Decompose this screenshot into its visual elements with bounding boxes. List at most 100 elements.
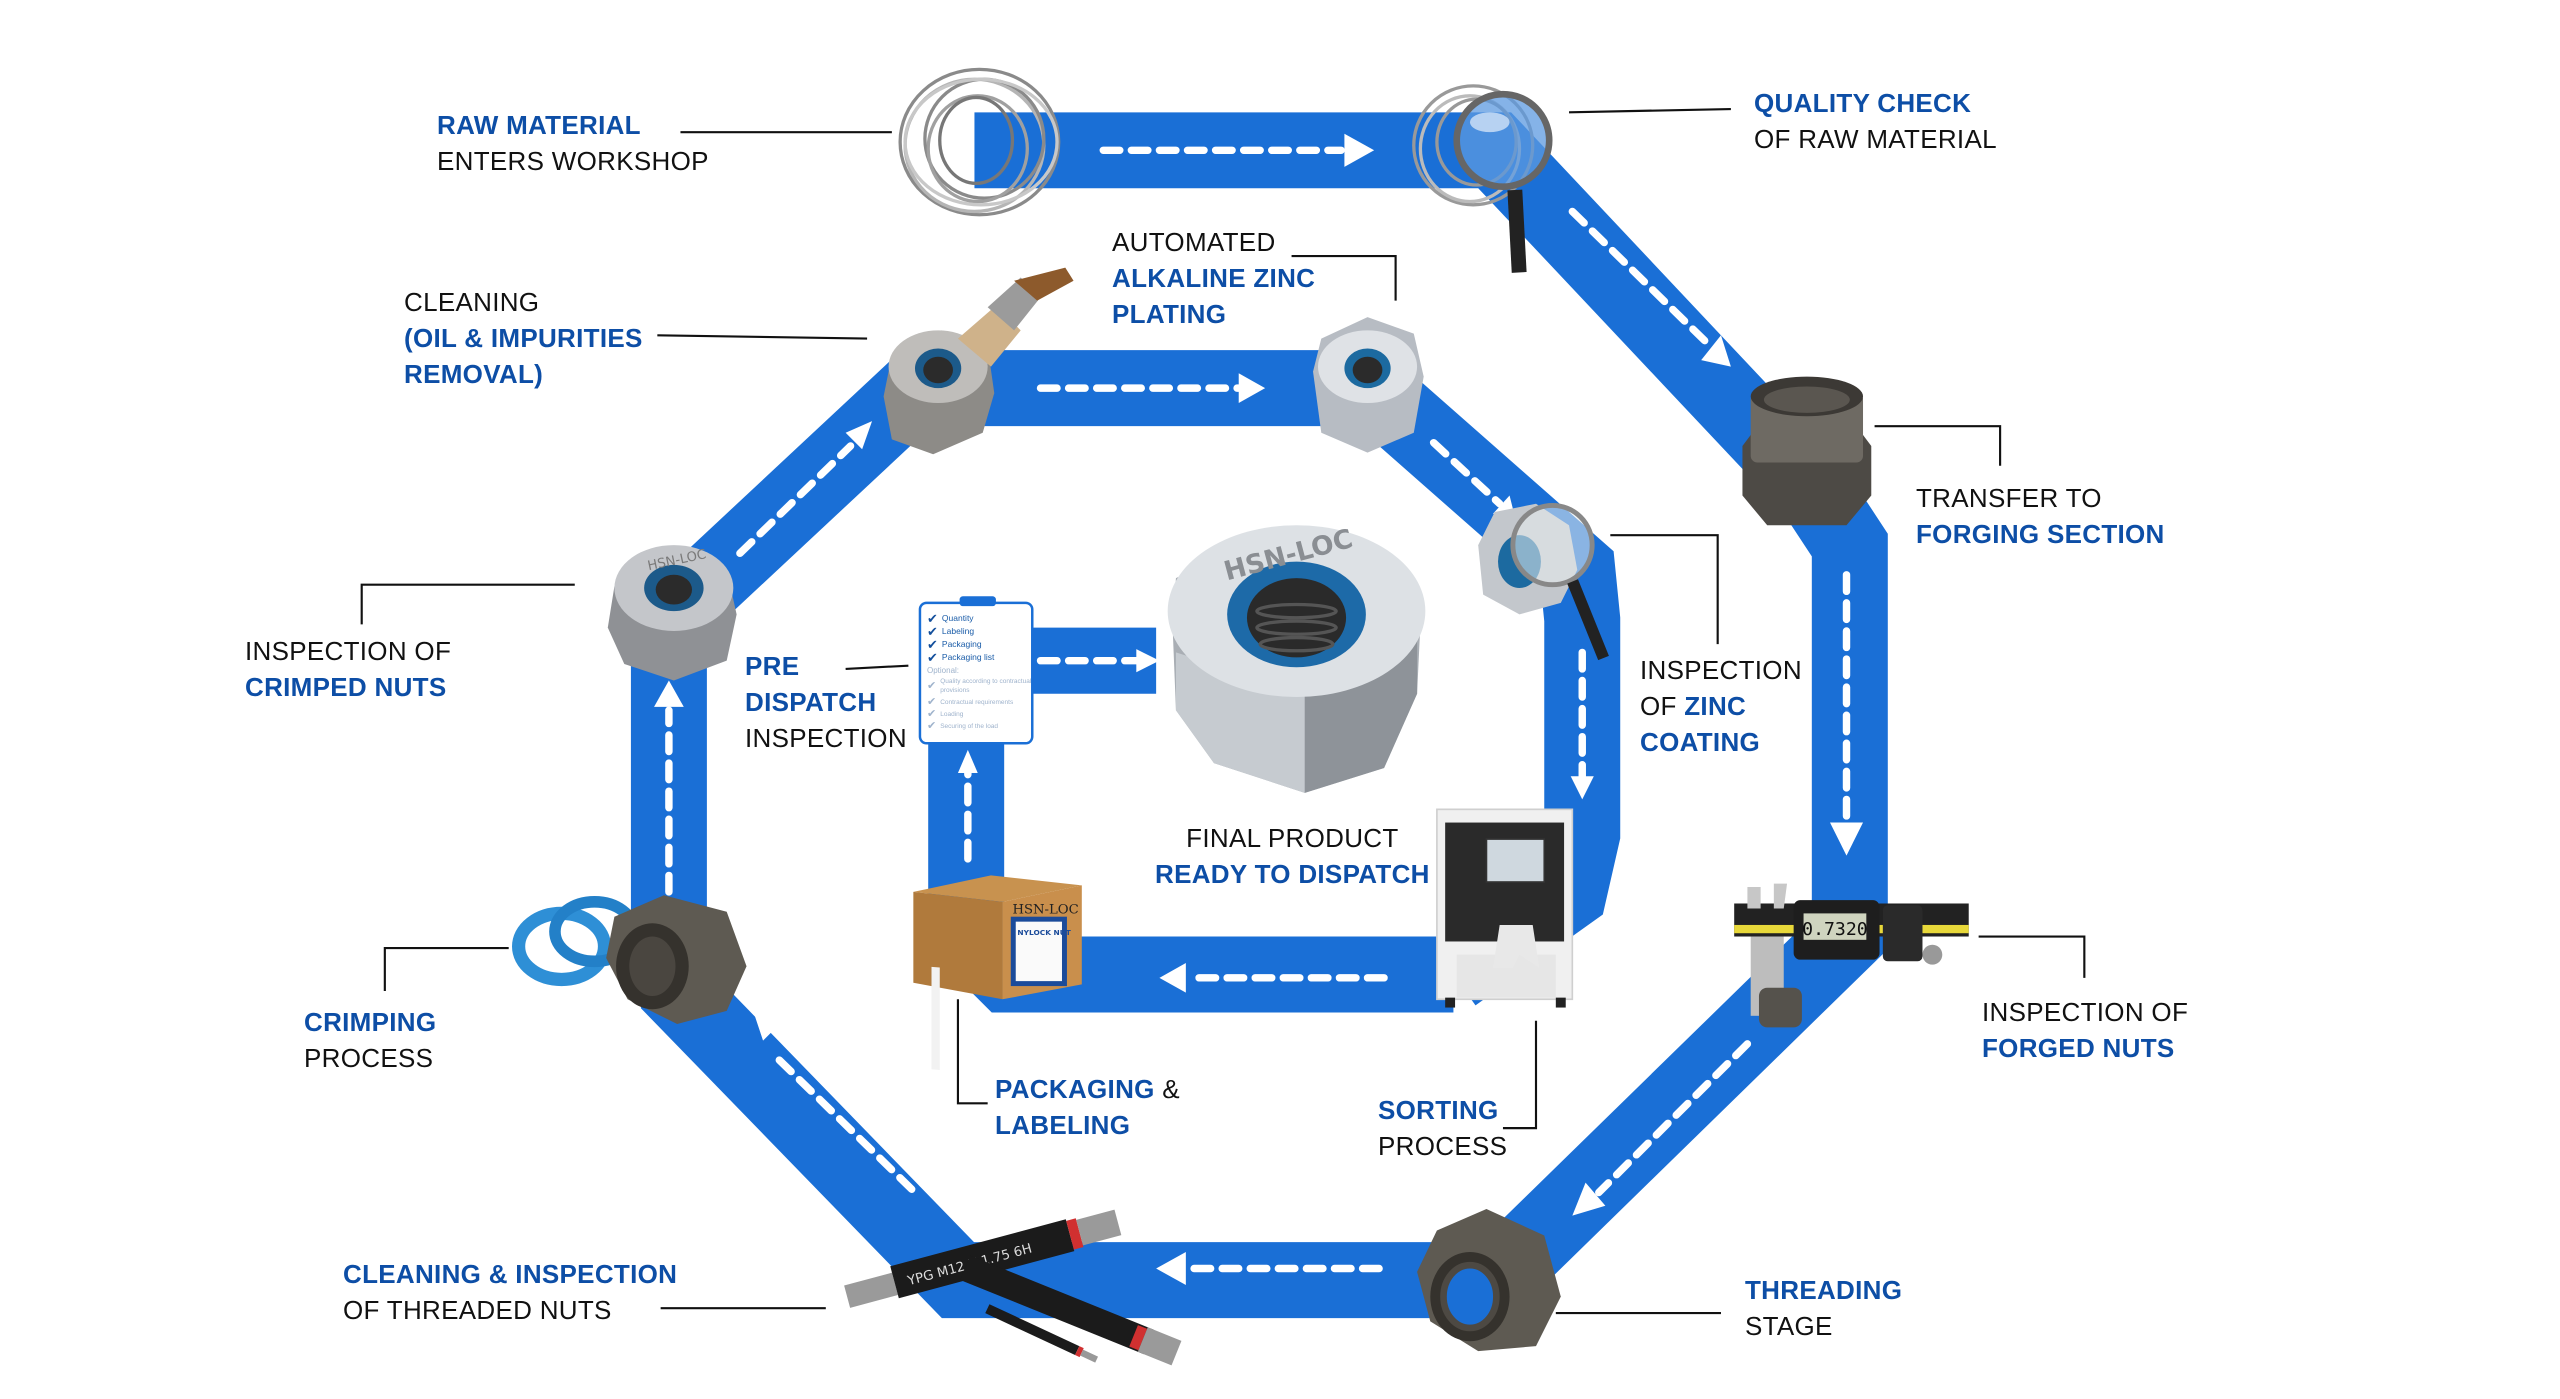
threaded-nut-icon <box>1417 1209 1561 1352</box>
leader-lines <box>360 107 2086 1315</box>
label-prefix: OF <box>1640 691 1685 721</box>
leader-sorting <box>1502 1020 1538 1130</box>
label-crimped-inspection: INSPECTION OF CRIMPED NUTS <box>245 633 451 705</box>
label-line: (OIL & IMPURITIES <box>404 323 643 353</box>
leader-cleaning <box>657 334 868 340</box>
leader-pre-dispatch <box>845 664 909 671</box>
checklist-item-text: Quantity <box>941 613 974 623</box>
arrow-head-up <box>654 680 684 707</box>
forged-blank-icon <box>1742 376 1872 526</box>
label-final-product: FINAL PRODUCT READY TO DISPATCH <box>1155 820 1430 892</box>
checklist-item-text: Packaging list <box>941 652 995 662</box>
checklist-optional-item: ✔Securing of the load <box>927 720 1032 732</box>
label-line: AUTOMATED <box>1112 227 1276 257</box>
label-line: PROCESS <box>1378 1131 1508 1161</box>
label-line: CLEANING & INSPECTION <box>343 1259 678 1289</box>
label-line: ALKALINE ZINC <box>1112 263 1316 293</box>
leader-crimping <box>383 947 509 992</box>
label-bold: ZINC <box>1684 691 1747 721</box>
label-line: DISPATCH <box>745 687 877 717</box>
checklist-item: ✔Packaging <box>927 638 1032 651</box>
label-line: FINAL PRODUCT <box>1186 823 1399 853</box>
label-line: REMOVAL) <box>404 359 544 389</box>
label-bold: PACKAGING <box>995 1074 1155 1104</box>
label-line: CRIMPED NUTS <box>245 672 447 702</box>
carton-box-icon: HSN-LOC NYLOCK NUT <box>913 875 1082 1070</box>
arrow-line <box>772 1053 916 1193</box>
checklist-item-text: Labeling <box>941 626 975 636</box>
label-quality-check: QUALITY CHECK OF RAW MATERIAL <box>1754 85 1997 157</box>
checklist-optional-label: Optional: <box>927 666 960 675</box>
arrow-head-up-right <box>845 421 873 450</box>
label-line: ENTERS WORKSHOP <box>437 146 709 176</box>
arrow-head-right <box>1136 649 1160 673</box>
checklist-items: ✔Quantity✔Labeling✔Packaging✔Packaging l… <box>927 612 1032 732</box>
caliper-icon: 0.7320 <box>1734 883 1969 1028</box>
leader-quality-check <box>1569 107 1731 114</box>
plated-nut-icon <box>1313 317 1424 453</box>
label-sorting: SORTING PROCESS <box>1378 1092 1507 1164</box>
checklist-item: ✔Packaging list <box>927 651 1032 664</box>
label-thread-inspection: CLEANING & INSPECTION OF THREADED NUTS <box>343 1256 677 1328</box>
wire-coil-icon <box>898 67 1061 217</box>
arrow-head-up <box>957 749 978 774</box>
label-suffix: & <box>1154 1074 1180 1104</box>
pre-dispatch-checklist: ✔Quantity✔Labeling✔Packaging✔Packaging l… <box>927 612 1032 734</box>
checklist-item-text: Contractual requirements <box>940 699 1014 706</box>
arrow-head-up-left <box>753 1010 783 1041</box>
arrow-head-right <box>1344 133 1375 167</box>
check-icon: ✔ <box>927 624 938 639</box>
check-icon: ✔ <box>927 611 938 626</box>
check-icon: ✔ <box>927 637 938 652</box>
label-line: CLEANING <box>404 287 540 317</box>
leader-plating <box>1291 254 1397 301</box>
arrow-line <box>1568 207 1715 351</box>
label-line: COATING <box>1640 727 1761 757</box>
arrow-line <box>1595 1040 1752 1197</box>
nylock-nut-icon: HSN-LOC <box>607 545 737 681</box>
label-line: FORGED NUTS <box>1982 1033 2175 1063</box>
label-line: INSPECTION OF <box>1982 997 2189 1027</box>
label-line: PROCESS <box>304 1043 434 1073</box>
arrow-head-down <box>1829 822 1864 856</box>
check-icon: ✔ <box>927 650 938 665</box>
arrow-line <box>1429 438 1504 508</box>
arrow-head-down <box>1570 776 1594 800</box>
checklist-item: ✔Quantity <box>927 612 1032 625</box>
label-cleaning: CLEANING (OIL & IMPURITIES REMOVAL) <box>404 284 643 392</box>
checklist-item-text: Quality according to contractual provisi… <box>940 678 1032 694</box>
leader-crimped <box>360 583 575 625</box>
sorting-machine-icon <box>1436 808 1574 1008</box>
label-line: INSPECTION OF <box>245 636 452 666</box>
label-line: INSPECTION <box>745 723 907 753</box>
label-line: TRANSFER TO <box>1916 483 2102 513</box>
label-line: INSPECTION <box>1640 655 1802 685</box>
label-line: FORGING SECTION <box>1916 519 2165 549</box>
box-title: NYLOCK NUT <box>1017 928 1071 937</box>
leader-packaging <box>956 999 988 1105</box>
checklist-item: ✔Labeling <box>927 625 1032 638</box>
label-line: QUALITY CHECK <box>1754 88 1972 118</box>
check-icon: ✔ <box>927 720 937 732</box>
magnifier-nut-icon <box>1478 502 1609 661</box>
label-packaging: PACKAGING & LABELING <box>995 1071 1180 1143</box>
leader-zinc <box>1610 534 1719 645</box>
label-raw-material: RAW MATERIAL ENTERS WORKSHOP <box>437 107 709 179</box>
check-icon: ✔ <box>927 696 937 708</box>
nylon-ring-nut-icon <box>511 895 747 1025</box>
label-line: STAGE <box>1745 1311 1833 1341</box>
label-crimping: CRIMPING PROCESS <box>304 1004 436 1076</box>
arrow-head-down-left <box>1572 1182 1606 1216</box>
label-plating: AUTOMATED ALKALINE ZINC PLATING <box>1112 224 1315 332</box>
label-zinc-inspection: INSPECTION OF ZINC COATING <box>1640 652 1802 760</box>
checklist-item-text: Securing of the load <box>940 723 999 730</box>
arrow-heads <box>654 133 1864 1286</box>
leader-forging <box>1874 425 2002 466</box>
check-icon: ✔ <box>927 708 937 720</box>
label-line: THREADING <box>1745 1275 1903 1305</box>
arrow-head-left <box>1159 962 1186 993</box>
label-line: PRE <box>745 651 800 681</box>
leader-forged-inspection <box>1978 935 2086 978</box>
